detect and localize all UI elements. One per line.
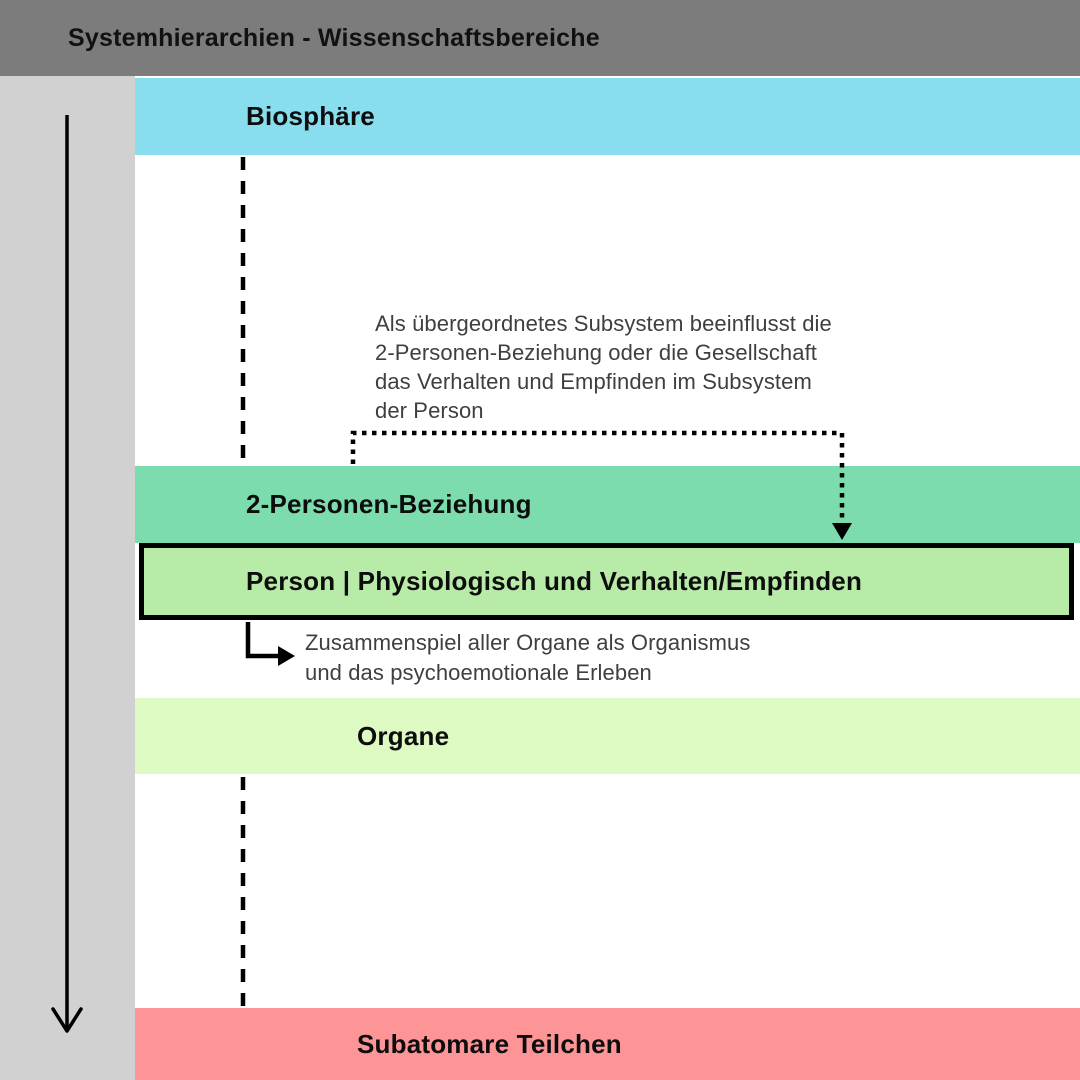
band-subatomare-teilchen: Subatomare Teilchen (135, 1008, 1080, 1080)
band-subatomare-teilchen-label: Subatomare Teilchen (357, 1028, 622, 1059)
band-person-label: Person | Physiologisch und Verhalten/Emp… (246, 566, 863, 596)
elbow-arrow-icon (245, 622, 295, 666)
page-title: Systemhierarchien - Wissenschaftsbereich… (68, 23, 600, 52)
band-2-personen-beziehung: 2-Personen-Beziehung (135, 466, 1080, 543)
subsystem-annotation: Als übergeordnetes Subsystem beeinflusst… (375, 311, 832, 423)
band-organe-label: Organe (357, 720, 450, 751)
band-biosphaere-label: Biosphäre (246, 101, 375, 131)
header-bar: Systemhierarchien - Wissenschaftsbereich… (0, 0, 1080, 76)
organism-annotation: Zusammenspiel aller Organe als Organismu… (305, 630, 751, 685)
hierarchy-rail (0, 76, 135, 1080)
band-biosphaere: Biosphäre (135, 78, 1080, 155)
band-organe: Organe (135, 698, 1080, 774)
band-person: Person | Physiologisch und Verhalten/Emp… (139, 543, 1074, 620)
band-2-personen-beziehung-label: 2-Personen-Beziehung (246, 489, 532, 519)
